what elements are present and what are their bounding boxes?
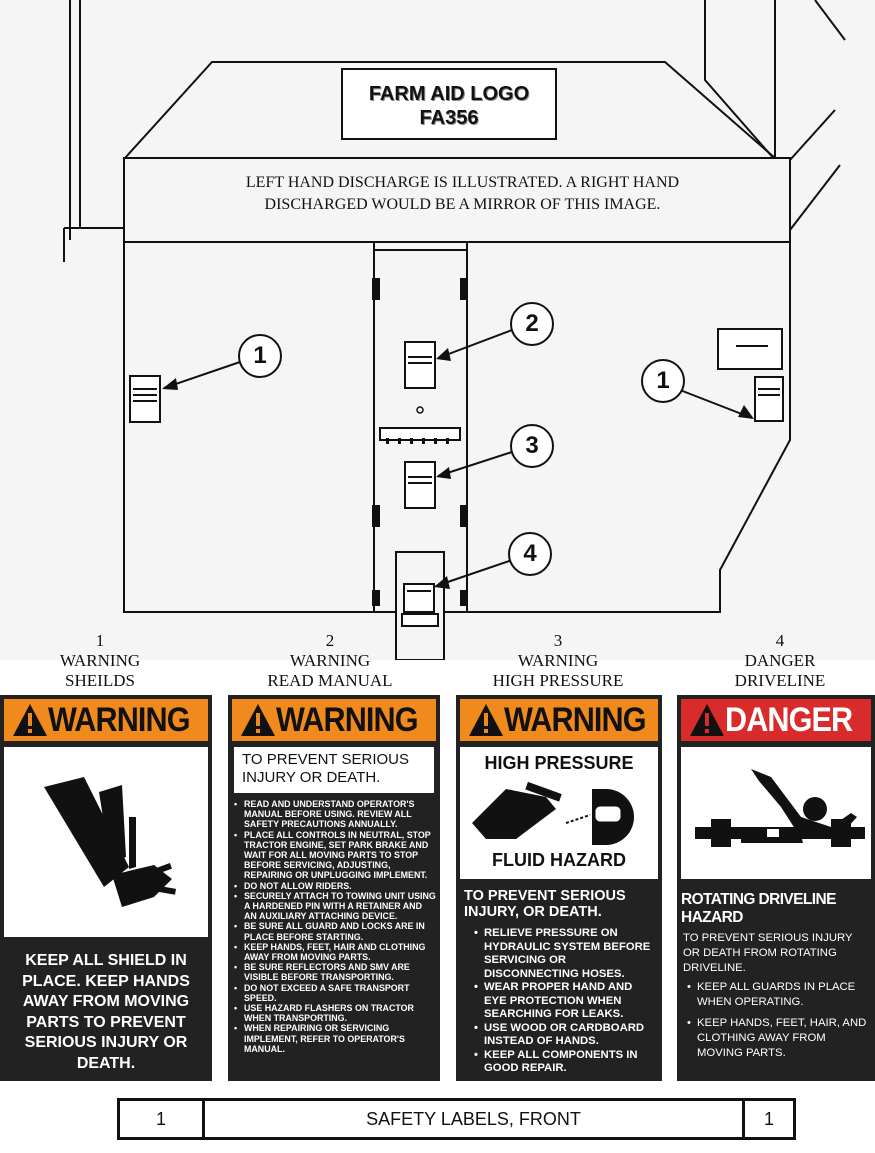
decal-header: DANGER [681,699,871,741]
decal-bullet: WHEN REPAIRING OR SERVICING IMPLEMENT, R… [234,1023,436,1054]
label-caption-1: 1 WARNING SHEILDS [20,631,180,691]
label-number: 4 [775,631,785,650]
decal-header: WARNING [4,699,208,741]
decal-header-word: WARNING [504,701,646,739]
label-type: WARNING [59,651,141,670]
decal-title: TO PREVENT SERIOUS INJURY, OR DEATH. [464,888,626,920]
decal-hazard-panel: HIGH PRESSURE FLUID HAZARD [460,747,658,879]
label-caption-2: 2 WARNING READ MANUAL [250,631,410,691]
decal-header: WARNING [232,699,436,741]
decal-title-panel: TO PREVENT SERIOUS INJURY OR DEATH. [234,747,434,793]
decal-warning-shields: WARNING KEEP ALL SHIELD IN PLACE. KEEP H… [0,695,212,1081]
alert-triangle-icon [690,704,724,736]
callout-4: 4 [508,532,552,576]
decal-bullet-list: KEEP ALL GUARDS IN PLACE WHEN OPERATING.… [687,980,869,1061]
label-name: HIGH PRESSURE [492,671,624,690]
decal-bullet-list: RELIEVE PRESSURE ON HYDRAULIC SYSTEM BEF… [474,927,656,1076]
label-name: SHEILDS [65,671,135,690]
callout-2: 2 [510,302,554,346]
hazard-title: ROTATING DRIVELINE HAZARD [681,891,836,926]
decal-bullet: RELIEVE PRESSURE ON HYDRAULIC SYSTEM BEF… [474,927,656,981]
logo-placeholder-box: FARM AID LOGO FA356 [341,68,557,140]
decal-intro-text: TO PREVENT SERIOUS INJURY OR DEATH FROM … [683,932,853,974]
title-block-title: SAFETY LABELS, FRONT [366,1109,581,1129]
label-caption-3: 3 WARNING HIGH PRESSURE [478,631,638,691]
decal-bullet: READ AND UNDERSTAND OPERATOR'S MANUAL BE… [234,799,436,830]
hazard-bottom-text: FLUID HAZARD [492,850,626,870]
decal-danger-driveline: DANGER ROTATING DRIVELINE HAZARD TO PREV… [677,695,875,1081]
title-block: 1 SAFETY LABELS, FRONT 1 [117,1098,796,1140]
logo-part-number: FA356 [419,107,479,129]
label-caption-4: 4 DANGER DRIVELINE [700,631,860,691]
logo-text: FARM AID LOGO [368,83,530,105]
decal-bullet: BE SURE REFLECTORS AND SMV ARE VISIBLE B… [234,962,436,982]
label-type: WARNING [289,651,371,670]
alert-triangle-icon [469,704,503,736]
hazard-top-text: HIGH PRESSURE [484,753,634,773]
decal-title: TO PREVENT SERIOUS INJURY OR DEATH. [242,751,409,786]
decal-bullet: KEEP ALL GUARDS IN PLACE WHEN OPERATING. [687,980,869,1010]
decal-body-text: KEEP ALL SHIELD IN PLACE. KEEP HANDS AWA… [22,952,190,1072]
decal-bullet: SECURELY ATTACH TO TOWING UNIT USING A H… [234,891,436,922]
alert-triangle-icon [241,704,275,736]
title-block-left-number: 1 [155,1109,166,1129]
decal-bullet: KEEP HANDS, FEET, HAIR, AND CLOTHING AWA… [687,1016,869,1061]
label-name: DRIVELINE [734,671,826,690]
decal-bullet: KEEP ALL COMPONENTS IN GOOD REPAIR. [474,1049,656,1076]
decal-header-word: WARNING [48,701,190,739]
hand-entanglement-icon [4,747,208,937]
label-type: DANGER [744,651,816,670]
callout-1-left: 1 [238,334,282,378]
decal-warning-read-manual: WARNING TO PREVENT SERIOUS INJURY OR DEA… [228,695,440,1081]
callout-3: 3 [510,424,554,468]
decal-bullet: BE SURE ALL GUARD AND LOCKS ARE IN PLACE… [234,921,436,941]
title-block-right-number: 1 [763,1109,774,1129]
decal-bullet: USE WOOD OR CARDBOARD INSTEAD OF HANDS. [474,1022,656,1049]
decal-header-word: WARNING [276,701,418,739]
decal-bullet: DO NOT EXCEED A SAFE TRANSPORT SPEED. [234,983,436,1003]
callout-1-right: 1 [641,359,685,403]
label-number: 2 [325,631,335,650]
decal-warning-high-pressure: WARNING HIGH PRESSURE FLUID HAZARD TO PR… [456,695,662,1081]
decal-header-word: DANGER [725,701,853,739]
decal-bullet: PLACE ALL CONTROLS IN NEUTRAL, STOP TRAC… [234,830,436,881]
decal-bullet-list: READ AND UNDERSTAND OPERATOR'S MANUAL BE… [234,799,436,1054]
decal-header: WARNING [460,699,658,741]
decal-bullet: WEAR PROPER HAND AND EYE PROTECTION WHEN… [474,981,656,1022]
decal-bullet: KEEP HANDS, FEET, HAIR AND CLOTHING AWAY… [234,942,436,962]
discharge-note: LEFT HAND DISCHARGE IS ILLUSTRATED. A RI… [245,174,680,213]
label-number: 1 [95,631,105,650]
decal-bullet: DO NOT ALLOW RIDERS. [234,881,436,891]
label-name: READ MANUAL [267,671,393,690]
label-type: WARNING [517,651,599,670]
label-number: 3 [553,631,563,650]
decal-bullet: USE HAZARD FLASHERS ON TRACTOR WHEN TRAN… [234,1003,436,1023]
alert-triangle-icon [13,704,47,736]
hydraulic-leak-goggles-icon [472,781,634,845]
driveline-entanglement-icon [681,747,871,879]
machine-front-drawing: FARM AID LOGO FA356 LEFT HAND DISCHARGE … [63,0,846,660]
